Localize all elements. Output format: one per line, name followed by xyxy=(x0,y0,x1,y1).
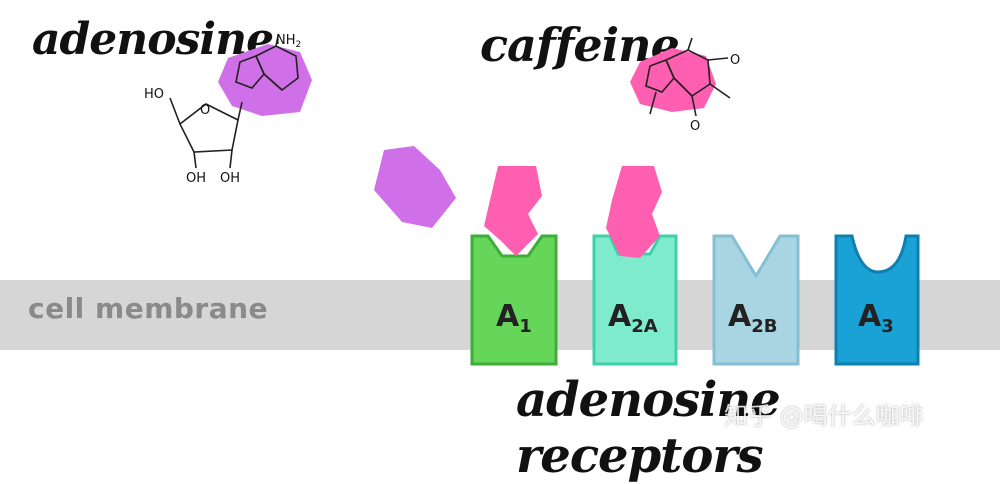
diagram-canvas: cell membrane adenosine caffeine NH2 xyxy=(0,14,1000,484)
caffeine-oxygen-label-1: O xyxy=(730,53,740,68)
oh-label-2: OH xyxy=(220,171,240,186)
adenosine-structure: NH2 O HO OH OH xyxy=(144,33,312,186)
receptor-a2a: A2A xyxy=(592,166,678,366)
receptor-a2b-label: A2B xyxy=(728,299,777,337)
receptor-a2b-body xyxy=(712,234,800,366)
receptor-a1: A1 xyxy=(470,166,558,366)
caffeine-bound-a2a xyxy=(606,166,662,258)
watermark: 知乎 @喝什么咖啡 xyxy=(724,402,924,430)
receptor-a2a-label: A2A xyxy=(608,299,658,337)
nh2-label: NH2 xyxy=(276,33,301,50)
oh-label-1: OH xyxy=(186,171,206,186)
receptor-a2b: A2B xyxy=(712,234,800,366)
ribose-ring xyxy=(169,97,243,169)
adenine-highlight xyxy=(218,44,312,116)
caffeine-bound-a1 xyxy=(484,166,542,256)
caffeine-rings xyxy=(645,37,731,117)
receptor-a1-label: A1 xyxy=(496,299,532,337)
receptor-a3-body xyxy=(834,234,920,366)
adenosine-ligand-shape xyxy=(374,146,456,228)
caffeine-structure: O O xyxy=(630,37,740,134)
caffeine-oxygen-label-2: O xyxy=(690,119,700,134)
receptor-a3: A3 xyxy=(834,234,920,366)
adenine-rings xyxy=(235,35,299,92)
receptor-a1-body xyxy=(470,234,558,366)
cell-membrane-label: cell membrane xyxy=(28,292,269,325)
receptor-a3-label: A3 xyxy=(858,299,894,337)
ho-label: HO xyxy=(144,87,164,102)
ring-oxygen-label: O xyxy=(200,103,210,118)
diagram-svg: NH2 O HO OH OH xyxy=(144,33,920,366)
